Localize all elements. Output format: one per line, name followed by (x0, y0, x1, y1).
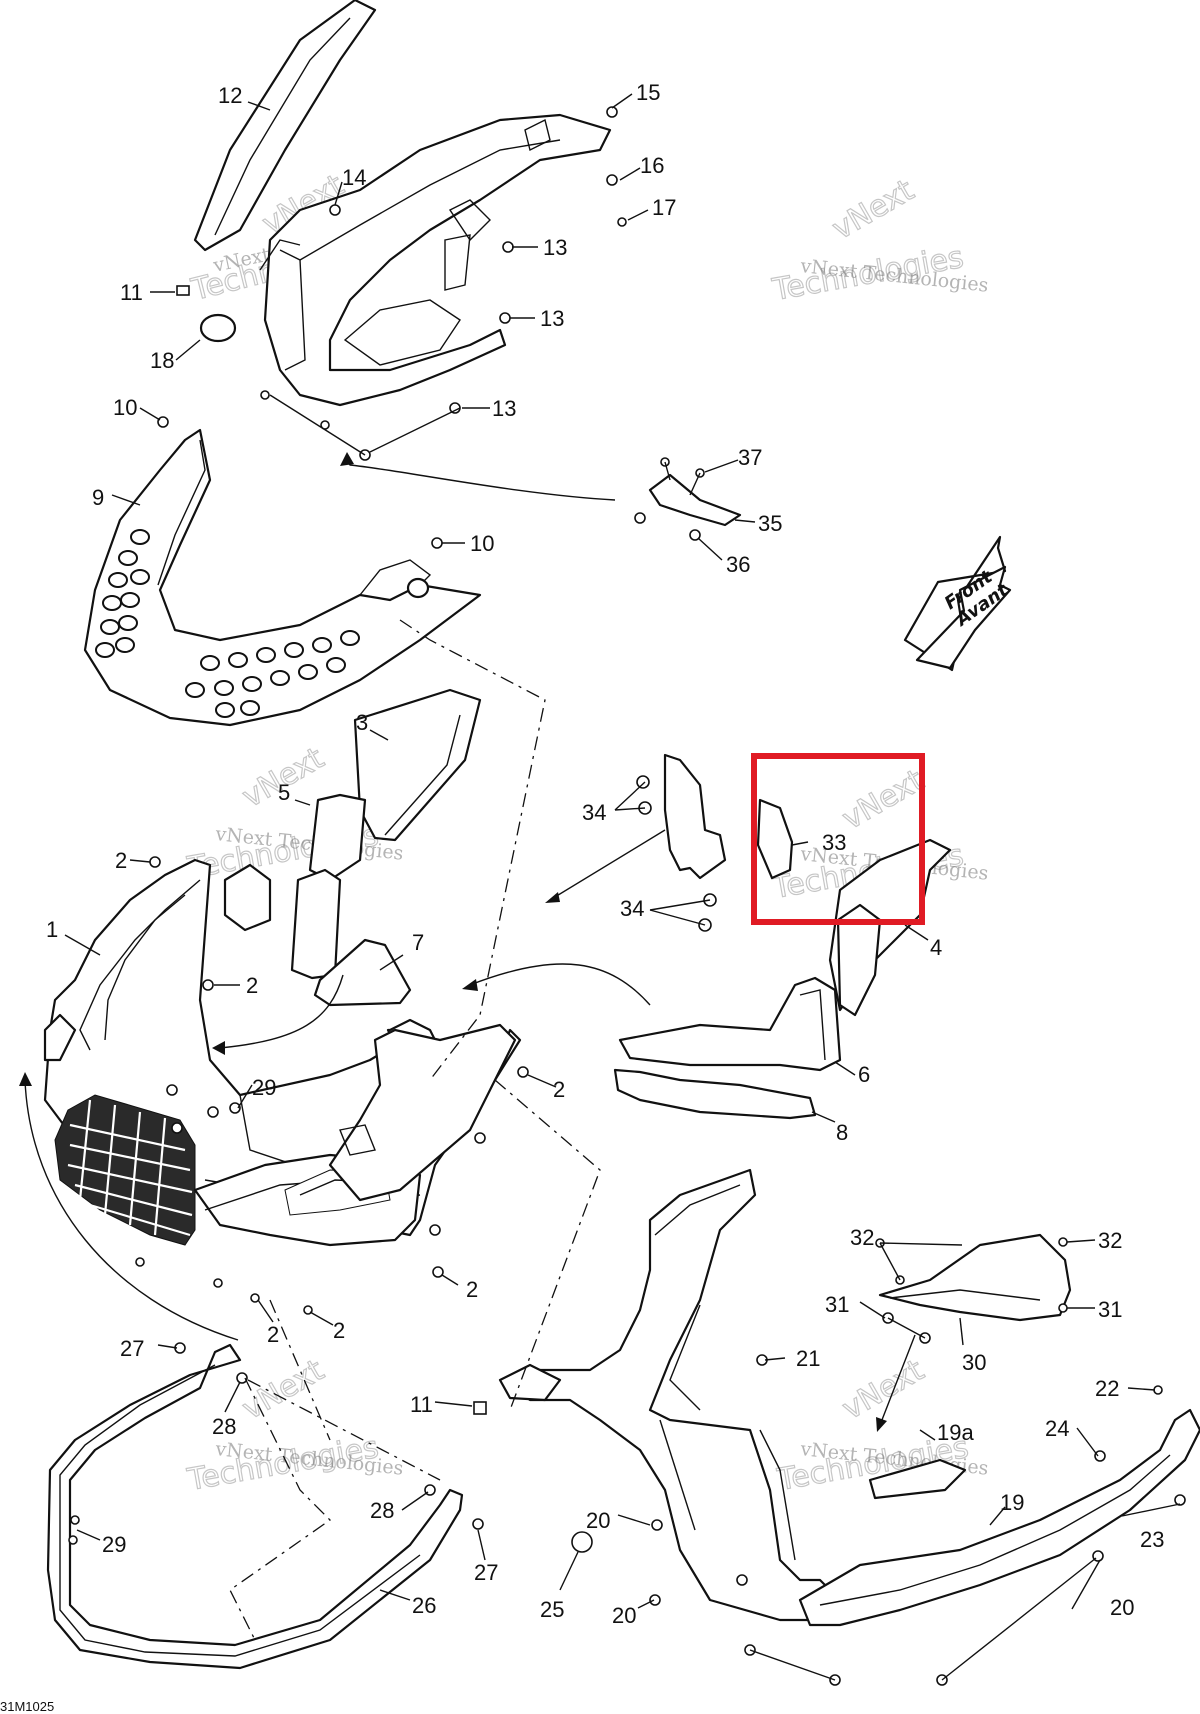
callout-11b: 11 (410, 1392, 433, 1417)
callout-13b: 13 (540, 306, 564, 331)
callout-3: 3 (356, 710, 368, 735)
part-5 (308, 793, 367, 882)
callout-32b: 32 (1098, 1228, 1122, 1253)
part-3 (353, 688, 482, 842)
drawing-code: 31M1025 (0, 1699, 54, 1714)
callout-21: 21 (796, 1346, 820, 1371)
part-26 (46, 1343, 464, 1670)
part-5-lower (290, 868, 342, 980)
part-33 (756, 798, 794, 880)
callout-2b: 2 (246, 973, 258, 998)
watermark-vnext: vNext (827, 173, 921, 247)
callout-6: 6 (858, 1062, 870, 1087)
part-9 (83, 428, 482, 727)
callout-4: 4 (930, 935, 942, 960)
callout-13c: 13 (492, 396, 516, 421)
callout-17: 17 (652, 195, 676, 220)
callout-29a: 29 (252, 1075, 276, 1100)
callout-33: 33 (822, 830, 846, 855)
callout-30: 30 (962, 1350, 986, 1375)
callout-8: 8 (836, 1120, 848, 1145)
callout-22: 22 (1095, 1376, 1119, 1401)
callout-11a: 11 (120, 280, 143, 305)
callout-12: 12 (218, 83, 242, 108)
callout-2f: 2 (333, 1318, 345, 1343)
callout-2e: 2 (267, 1322, 279, 1347)
callout-24: 24 (1045, 1416, 1069, 1441)
callout-1: 1 (46, 917, 58, 942)
callout-18: 18 (150, 348, 174, 373)
callout-9: 9 (92, 485, 104, 510)
callout-7: 7 (412, 930, 424, 955)
watermark-vnext: vNext (837, 763, 931, 837)
callout-23: 23 (1140, 1527, 1164, 1552)
leader-lines (64, 93, 1181, 1610)
callout-36: 36 (726, 552, 750, 577)
callout-32a: 32 (850, 1225, 874, 1250)
callout-20c: 20 (1110, 1595, 1134, 1620)
callout-27b: 27 (474, 1560, 498, 1585)
upper-bracket-panel (263, 113, 612, 407)
callout-16: 16 (640, 153, 664, 178)
callout-26: 26 (412, 1593, 436, 1618)
center-bracket (328, 1023, 517, 1202)
lower-left-frame (508, 1168, 842, 1622)
callout-2a: 2 (115, 848, 127, 873)
part-9-perforated-panel (83, 416, 482, 727)
upper-panel-assembly (176, 0, 627, 461)
callout-labels: 12 15 14 16 17 13 11 13 18 13 10 37 9 35… (46, 80, 1164, 1628)
center-bracket-panel (328, 1023, 517, 1202)
callout-31b: 31 (1098, 1297, 1122, 1322)
part-18 (199, 313, 237, 343)
callout-10b: 10 (470, 531, 494, 556)
part-30 (878, 1233, 1072, 1322)
vent-holes (95, 529, 360, 718)
callout-35: 35 (758, 511, 782, 536)
part-12 (193, 0, 377, 252)
callout-29b: 29 (102, 1532, 126, 1557)
part-19 (798, 1408, 1200, 1627)
part-6 (618, 976, 842, 1072)
callout-15: 15 (636, 80, 660, 105)
part-4-lower (836, 903, 882, 1017)
callout-10a: 10 (113, 395, 137, 420)
lower-assembly (473, 1168, 1200, 1686)
part-26-bumper (46, 1342, 484, 1670)
bracket-35 (634, 457, 742, 541)
callout-2d: 2 (466, 1277, 478, 1302)
front-arrow: Front Avant (903, 535, 1013, 672)
callout-37: 37 (738, 445, 762, 470)
callout-25: 25 (540, 1597, 564, 1622)
callout-19: 19 (1000, 1490, 1024, 1515)
part-34-plate (663, 753, 727, 880)
callout-28b: 28 (370, 1498, 394, 1523)
callout-27a: 27 (120, 1336, 144, 1361)
callout-34b: 34 (620, 896, 644, 921)
callout-2c: 2 (553, 1077, 565, 1102)
callout-28a: 28 (212, 1414, 236, 1439)
callout-20b: 20 (612, 1603, 636, 1628)
callout-5: 5 (278, 780, 290, 805)
callout-31a: 31 (825, 1292, 849, 1317)
assembly-arrows (19, 452, 916, 1432)
callout-20a: 20 (586, 1508, 610, 1533)
callout-14: 14 (342, 165, 366, 190)
assembly-dashed-lines (229, 619, 601, 1641)
plates-33-34 (636, 753, 794, 932)
grille-hex-pattern (67, 1099, 193, 1237)
part-8 (613, 1068, 817, 1120)
callout-34a: 34 (582, 800, 606, 825)
highlight-box-part-33 (751, 753, 925, 925)
part-35 (648, 473, 742, 527)
callout-13a: 13 (543, 235, 567, 260)
callout-19a: 19a (937, 1420, 974, 1445)
